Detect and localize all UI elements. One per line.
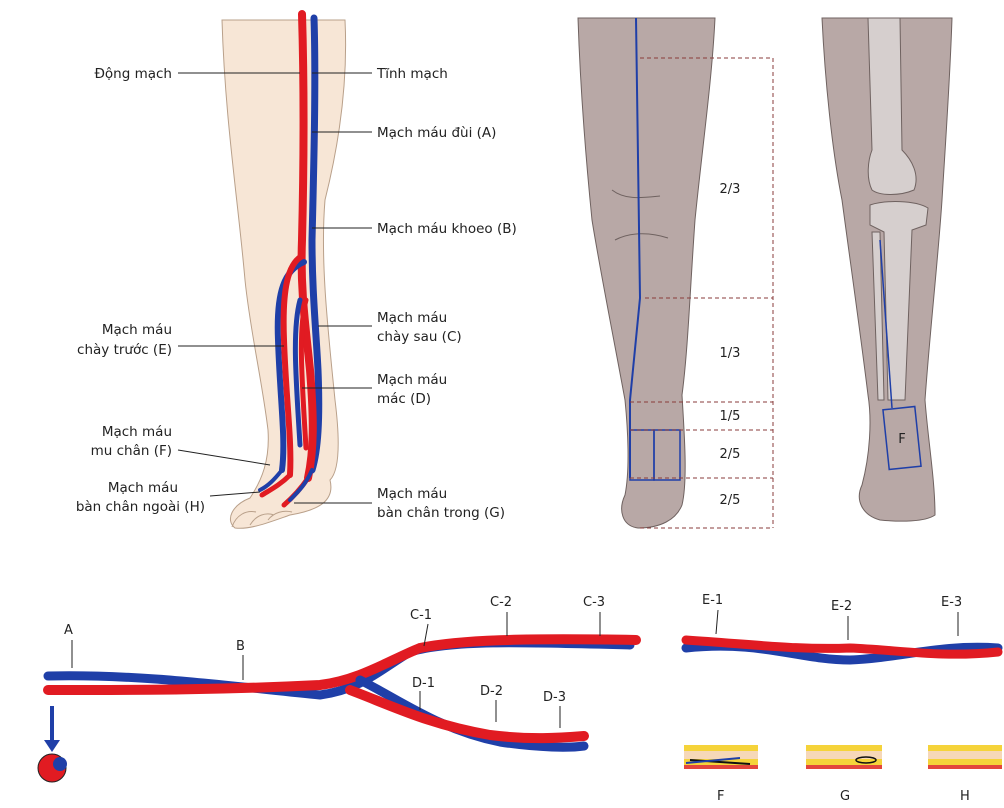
marker-D2: D-2: [480, 684, 503, 699]
marker-C1: C-1: [410, 608, 432, 623]
label-posterior-tibial-1: Mạch máu: [377, 310, 447, 326]
marker-D1: D-1: [412, 676, 435, 691]
skeleton-panel: F: [822, 18, 952, 521]
measurement-panel: 2/3 1/3 1/5 2/5 2/5: [578, 18, 773, 528]
measure-leg-outline: [578, 18, 715, 528]
label-medial-plantar-2: bàn chân trong (G): [377, 505, 505, 521]
segment-3: 1/5: [720, 409, 741, 424]
flap-label-H: H: [960, 789, 970, 804]
flap-box-label: F: [898, 432, 905, 447]
marker-A: A: [64, 623, 73, 638]
flap-sections: F G H: [684, 745, 1002, 804]
flap-label-G: G: [840, 789, 850, 804]
label-peroneal-2: mác (D): [377, 391, 431, 407]
marker-E1: E-1: [702, 593, 723, 608]
down-arrow-head: [44, 740, 60, 752]
label-dorsalis-2: mu chân (F): [91, 443, 172, 459]
marker-C2: C-2: [490, 595, 512, 610]
marker-C3: C-3: [583, 595, 605, 610]
vessel-schematic: A B C-1 C-2 C-3 D-1 D-2 D-3: [38, 595, 636, 782]
label-artery: Động mạch: [94, 66, 172, 82]
segment-5: 2/5: [720, 493, 741, 508]
marker-E3: E-3: [941, 595, 962, 610]
flap-section-H: [928, 745, 1002, 769]
label-femoral: Mạch máu đùi (A): [377, 125, 496, 141]
flap-section-G: [806, 745, 882, 769]
label-anterior-tibial-2: chày trước (E): [77, 342, 172, 358]
segment-2: 1/3: [720, 346, 741, 361]
marker-B: B: [236, 639, 245, 654]
label-dorsalis-1: Mạch máu: [102, 424, 172, 440]
marker-E2: E-2: [831, 599, 852, 614]
label-lateral-plantar-2: bàn chân ngoài (H): [76, 499, 205, 515]
marker-D3: D-3: [543, 690, 566, 705]
label-posterior-tibial-2: chày sau (C): [377, 329, 462, 345]
cross-section-vein: [53, 757, 67, 771]
label-anterior-tibial-1: Mạch máu: [102, 322, 172, 338]
leg-vessel-panel: Động mạch Tĩnh mạch Mạch máu đùi (A) Mạc…: [76, 14, 517, 528]
flap-section-F: [684, 745, 758, 769]
label-popliteal: Mạch máu khoeo (B): [377, 221, 517, 237]
label-vein: Tĩnh mạch: [376, 66, 448, 82]
anterior-tibial-schematic: E-1 E-2 E-3: [686, 593, 998, 660]
flap-label-F: F: [717, 789, 724, 804]
segment-1: 2/3: [720, 182, 741, 197]
label-peroneal-1: Mạch máu: [377, 372, 447, 388]
segment-4: 2/5: [720, 447, 741, 462]
label-medial-plantar-1: Mạch máu: [377, 486, 447, 502]
label-lateral-plantar-1: Mạch máu: [108, 480, 178, 496]
